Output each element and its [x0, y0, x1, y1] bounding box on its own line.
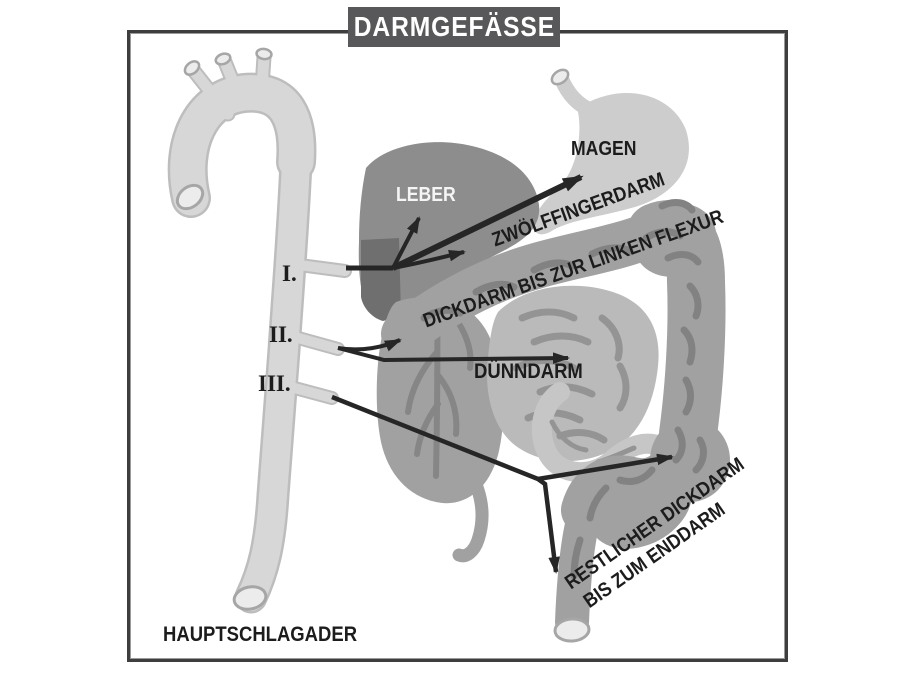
aorta-bottom-opening [232, 585, 268, 611]
arrow-branch3-stem [331, 394, 539, 482]
colon-haustra-marks [420, 199, 707, 580]
aorta-branch-opening [183, 60, 201, 76]
appendix-shape [452, 461, 489, 563]
liver-dark-lobe [361, 238, 401, 321]
label-hauptschlagader: HAUPTSCHLAGADER [163, 623, 358, 646]
label-duenndarm: DÜNNDARM [474, 360, 583, 383]
title-banner: DARMGEFÄSSE [348, 7, 560, 47]
liver-shape [358, 142, 540, 321]
annotation-arrows [331, 174, 674, 574]
sigmoid-shape [587, 461, 693, 549]
arrow-to-enddarm [536, 477, 560, 574]
label-magen: MAGEN [571, 138, 637, 160]
aorta-branch-opening [255, 47, 273, 61]
esophagus-opening [550, 68, 570, 86]
rectum-opening [553, 617, 591, 643]
label-numeral-1: I. [282, 261, 297, 286]
arrow-to-leber [391, 216, 421, 269]
diagram-title: DARMGEFÄSSE [353, 11, 555, 42]
label-numeral-3: III. [258, 371, 291, 396]
arrow-to-magen [391, 174, 584, 271]
arrow-to-sigmoid [537, 453, 674, 482]
arrow-to-duenndarm [337, 346, 570, 364]
intestine-folds [512, 308, 630, 444]
stomach-shape [533, 68, 689, 235]
aorta-arch-opening [175, 183, 205, 211]
label-leber: LEBER [396, 184, 456, 206]
label-numeral-2: II. [269, 322, 293, 347]
aorta-branch-opening [214, 52, 232, 66]
colon-shape [381, 199, 730, 643]
aorta-shape [167, 47, 352, 614]
